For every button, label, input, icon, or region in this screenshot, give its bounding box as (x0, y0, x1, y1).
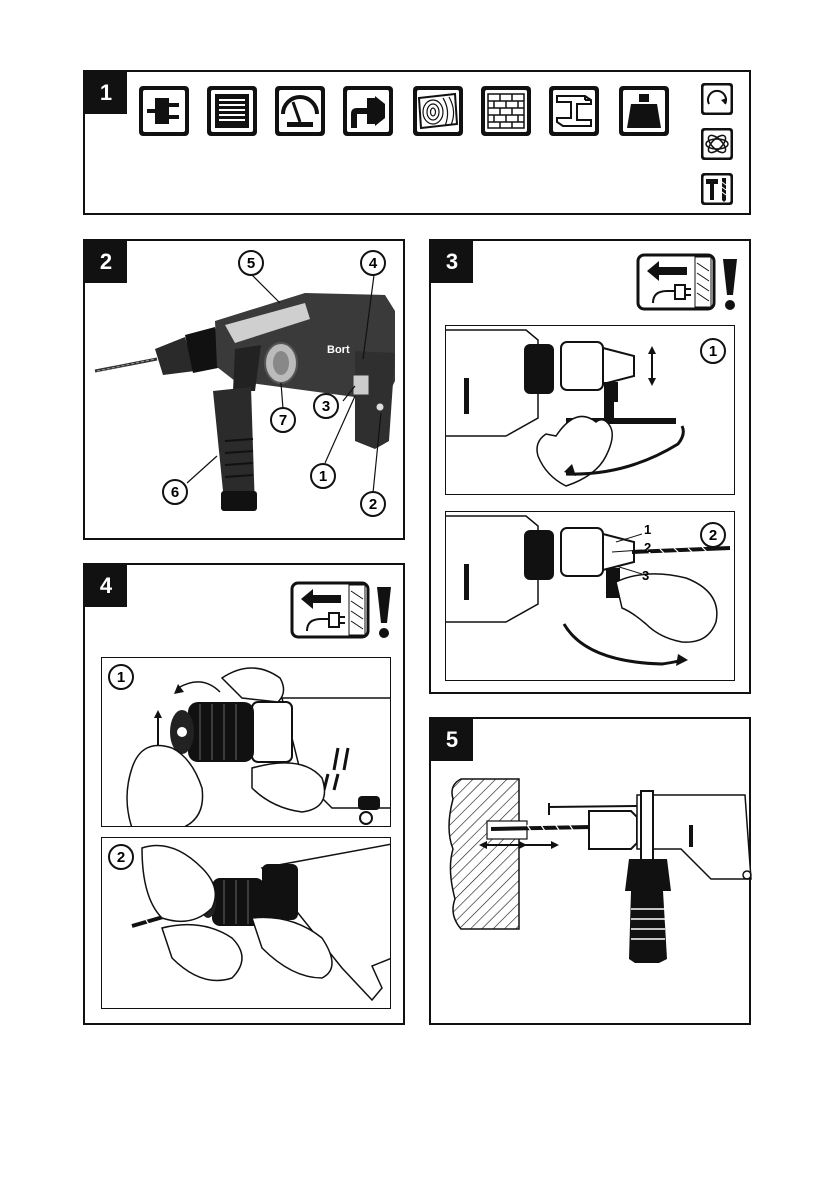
callout-4: 4 (360, 250, 386, 276)
callout-2: 2 (360, 491, 386, 517)
callout-5: 5 (238, 250, 264, 276)
step-number-1: 1 (108, 664, 134, 690)
rotation-icon (700, 82, 734, 116)
plug-icon (137, 84, 191, 138)
callout-3: 3 (313, 393, 339, 419)
panel-5-depth-stop: 5 (429, 717, 751, 1025)
weight-icon (617, 84, 671, 138)
hammer-drill-icon (700, 172, 734, 206)
depth-stop-illustration (431, 719, 753, 1027)
panel-3-key-chuck: 3 1 (429, 239, 751, 694)
unplug-warning-icon (85, 565, 407, 645)
speed-gauge-icon (273, 84, 327, 138)
chuck-label-3: 3 (642, 568, 649, 583)
drill-illustration: Bort (85, 241, 407, 542)
step-4-1-illustration: 1 (101, 657, 391, 827)
unplug-warning-icon (431, 241, 753, 321)
panel-4-keyless-chuck: 4 1 (83, 563, 405, 1025)
step-number-1: 1 (700, 338, 726, 364)
step-3-2-illustration: 2 1 2 3 (445, 511, 735, 681)
step-3-1-illustration: 1 (445, 325, 735, 495)
wood-icon (411, 84, 465, 138)
brand-logo: Bort (327, 344, 350, 356)
chuck-label-1: 1 (644, 522, 651, 537)
step-4-2-illustration: 2 (101, 837, 391, 1009)
panel-1-specs: 1 (83, 70, 751, 215)
panel-badge: 1 (85, 72, 127, 114)
panel-2-drill-overview: 2 Bort 5 4 3 7 1 (83, 239, 405, 540)
step-number-2: 2 (108, 844, 134, 870)
callout-1: 1 (310, 463, 336, 489)
chuck-icon (341, 84, 395, 138)
drilling-mode-icon (700, 127, 734, 161)
step-number-2: 2 (700, 522, 726, 548)
callout-7: 7 (270, 407, 296, 433)
brick-icon (479, 84, 533, 138)
chuck-label-2: 2 (644, 540, 651, 555)
motor-winding-icon (205, 84, 259, 138)
steel-beam-icon (547, 84, 601, 138)
callout-6: 6 (162, 479, 188, 505)
